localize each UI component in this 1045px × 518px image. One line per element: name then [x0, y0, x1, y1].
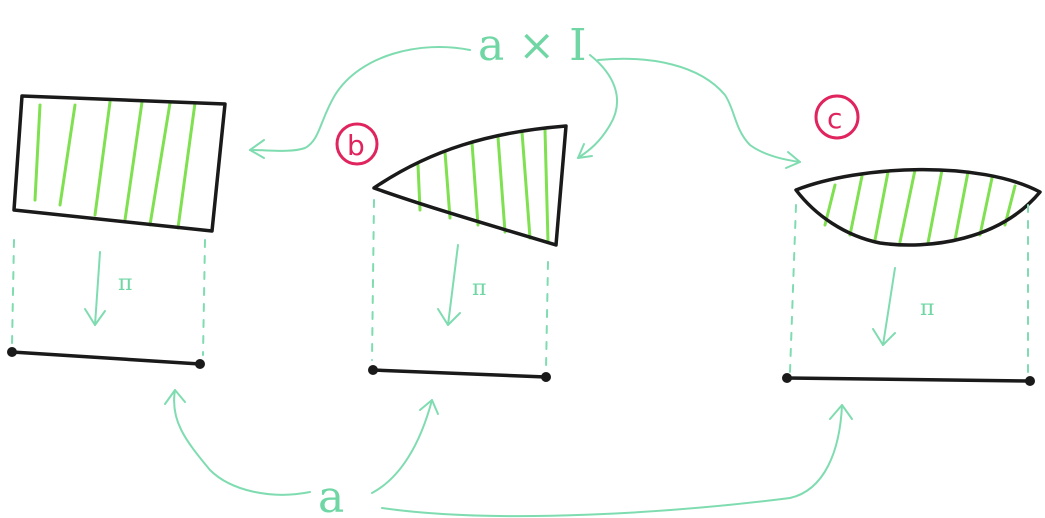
base-segment-1	[10, 350, 202, 366]
endpoint-left-1	[7, 347, 17, 357]
case-b-marker	[335, 122, 379, 166]
dashed-guide-right-2	[545, 261, 549, 371]
lens-shape	[794, 167, 1042, 247]
case-c-label: c	[827, 102, 842, 135]
pi-label-2: π	[472, 276, 486, 301]
arrowhead-base-1	[164, 389, 186, 405]
endpoint-left-3	[782, 373, 792, 383]
rectangle-shape	[12, 94, 227, 233]
dashed-guide-left-1	[11, 239, 15, 346]
projection-arrow-2	[447, 244, 459, 326]
arrowhead-wedge	[577, 143, 593, 159]
dashed-guide-left-2	[371, 199, 375, 361]
dashed-guide-right-1	[202, 239, 206, 356]
projection-arrow-1	[94, 251, 101, 326]
base-segment-3	[785, 376, 1032, 383]
base-segment-2	[371, 368, 548, 379]
projection-arrowhead-1	[84, 308, 106, 326]
endpoint-right-2	[541, 372, 551, 382]
projection-arrowhead-2	[437, 308, 461, 326]
arrow-to-base-2	[371, 399, 433, 494]
dashed-guide-left-3	[789, 204, 797, 373]
endpoint-left-2	[368, 365, 378, 375]
pi-label-3: π	[920, 296, 934, 321]
arrow-to-lens	[597, 57, 801, 163]
case-b-label: b	[347, 129, 365, 162]
endpoint-right-3	[1025, 376, 1035, 386]
arrow-to-wedge	[577, 54, 619, 159]
arrowhead-base-3	[829, 404, 853, 420]
projection-arrow-3	[882, 267, 896, 346]
projection-arrowhead-3	[872, 328, 896, 346]
arrowhead-base-2	[419, 399, 439, 415]
arrow-to-rectangle	[249, 46, 471, 152]
arrowhead-lens	[785, 151, 801, 169]
wedge-shape	[372, 124, 568, 247]
case-c-marker	[814, 94, 860, 140]
endpoint-right-1	[195, 359, 205, 369]
arrowhead-rectangle	[249, 139, 265, 159]
label-a-times-I: a × I	[478, 20, 586, 71]
arrow-to-base-3	[381, 404, 843, 518]
arrow-to-base-1	[173, 389, 311, 496]
label-a: a	[318, 472, 344, 518]
pi-label-1: π	[118, 271, 132, 296]
